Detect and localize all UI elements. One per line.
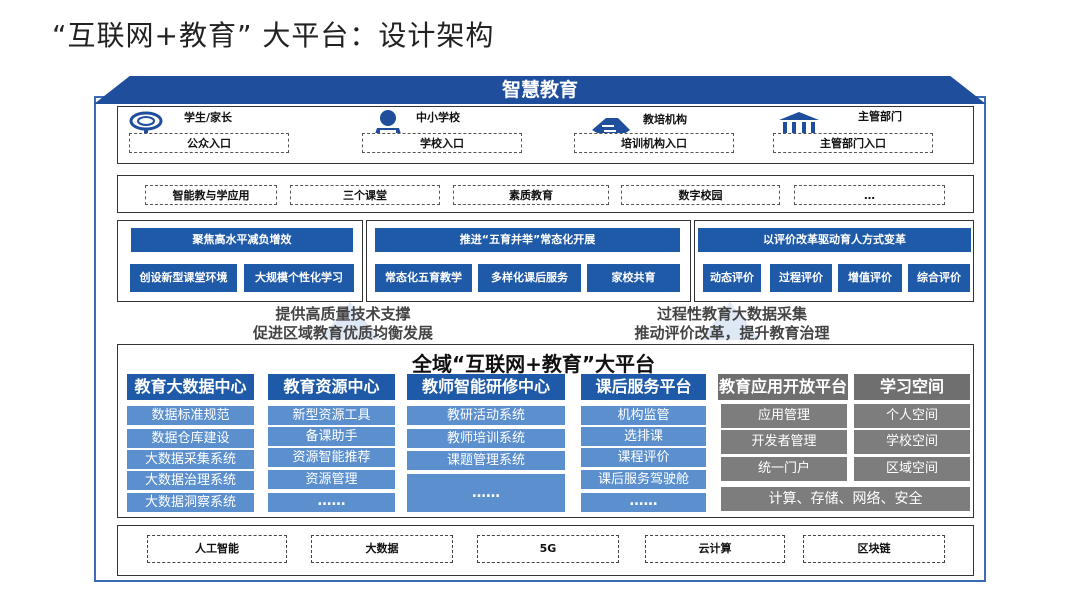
- panel-item-comprehensive-eval: 综合评价: [908, 264, 970, 292]
- column-open-app-platform: 教育应用开放平台: [718, 374, 848, 400]
- column-item: 区域空间: [854, 457, 970, 481]
- panel-item-personalized-learning: 大规模个性化学习: [244, 264, 354, 292]
- institution-entry-button[interactable]: 培训机构入口: [574, 133, 734, 153]
- infrastructure-bar: 计算、存储、网络、安全: [721, 487, 970, 511]
- app-digital-campus[interactable]: 数字校园: [621, 185, 780, 205]
- panel-item-after-school: 多样化课后服务: [478, 264, 581, 292]
- column-item-more: ……: [268, 493, 395, 512]
- user-label-authorities: 主管部门: [858, 110, 902, 123]
- tech-5g[interactable]: 5G: [477, 535, 619, 563]
- column-item: 课后服务驾驶舱: [581, 470, 706, 489]
- page-title: “互联网+教育” 大平台：设计架构: [52, 19, 495, 52]
- column-item-more: ……: [407, 474, 565, 512]
- column-item: 课题管理系统: [407, 451, 565, 470]
- school-entry-button[interactable]: 学校入口: [362, 133, 522, 153]
- slogan-right-line1: 过程性教育大数据采集: [656, 305, 807, 323]
- column-item: 学校空间: [854, 430, 970, 454]
- user-label-students: 学生/家长: [184, 111, 233, 124]
- column-item: 新型资源工具: [268, 406, 395, 425]
- column-item: 课程评价: [581, 448, 706, 467]
- column-item: 机构监管: [581, 406, 706, 425]
- slogan-right-line2: 推动评价改革，提升教育治理: [634, 324, 830, 342]
- app-quality-education[interactable]: 素质教育: [453, 185, 609, 205]
- column-item: 教师培训系统: [407, 429, 565, 448]
- column-item: 资源管理: [268, 470, 395, 489]
- panel-item-process-eval: 过程评价: [770, 264, 832, 292]
- column-item: 数据仓库建设: [127, 429, 254, 448]
- column-big-data-center: 教育大数据中心: [127, 374, 254, 400]
- column-learning-space: 学习空间: [854, 374, 970, 400]
- panel-item-dynamic-eval: 动态评价: [703, 264, 761, 292]
- panel-header-burden-reduction: 聚焦高水平减负增效: [131, 228, 353, 252]
- column-item: 统一门户: [721, 457, 847, 481]
- tech-cloud[interactable]: 云计算: [645, 535, 785, 563]
- column-item: 教研活动系统: [407, 406, 565, 425]
- authority-entry-button[interactable]: 主管部门入口: [773, 133, 933, 153]
- app-smart-teaching[interactable]: 智能教与学应用: [145, 185, 277, 205]
- column-teacher-research-center: 教师智能研修中心: [407, 374, 565, 400]
- column-item: 备课助手: [268, 427, 395, 446]
- arrow-up-decoration: [320, 302, 760, 340]
- tech-big-data[interactable]: 大数据: [311, 535, 453, 563]
- smart-education-banner: 智慧教育: [94, 76, 986, 104]
- tech-blockchain[interactable]: 区块链: [803, 535, 945, 563]
- public-entry-button[interactable]: 公众入口: [129, 133, 289, 153]
- column-item: 大数据采集系统: [127, 450, 254, 469]
- column-item: 大数据治理系统: [127, 471, 254, 490]
- app-more[interactable]: …: [794, 185, 945, 205]
- panel-item-five-teaching: 常态化五育教学: [375, 264, 472, 292]
- column-item-more: ……: [581, 493, 706, 512]
- column-item: 个人空间: [854, 404, 970, 428]
- column-after-school-platform: 课后服务平台: [581, 374, 706, 400]
- panel-header-five-education: 推进“五育并举”常态化开展: [375, 228, 680, 252]
- panel-item-value-added-eval: 增值评价: [838, 264, 902, 292]
- slogan-left-line2: 促进区域教育优质均衡发展: [252, 324, 433, 342]
- tech-ai[interactable]: 人工智能: [147, 535, 287, 563]
- slogan-left-line1: 提供高质量技术支撑: [275, 305, 411, 323]
- user-label-schools: 中小学校: [416, 111, 460, 124]
- column-resource-center: 教育资源中心: [268, 374, 395, 400]
- column-item: 资源智能推荐: [268, 448, 395, 467]
- column-item: 选排课: [581, 427, 706, 446]
- column-item: 开发者管理: [721, 430, 847, 454]
- column-item: 应用管理: [721, 404, 847, 428]
- column-item: 数据标准规范: [127, 406, 254, 425]
- platform-title: 全域“互联网+教育”大平台: [412, 352, 656, 376]
- user-label-institutions: 教培机构: [643, 113, 687, 126]
- panel-item-new-classroom: 创设新型课堂环境: [130, 264, 237, 292]
- panel-header-evaluation-reform: 以评价改革驱动育人方式变革: [698, 228, 971, 252]
- column-item: 大数据洞察系统: [127, 493, 254, 512]
- app-three-classrooms[interactable]: 三个课堂: [290, 185, 440, 205]
- panel-item-home-school: 家校共育: [587, 264, 680, 292]
